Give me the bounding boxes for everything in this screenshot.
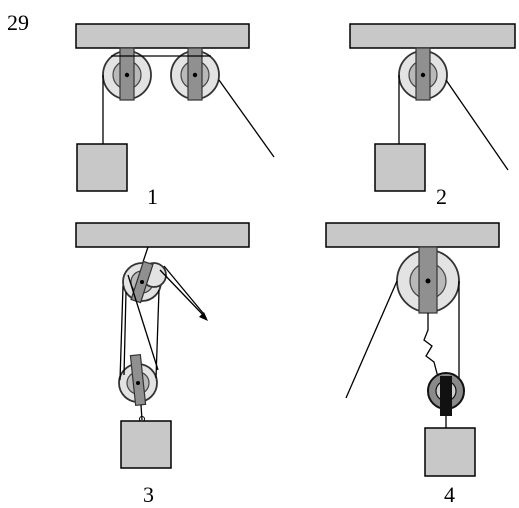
rope-4-knot (423, 313, 441, 386)
question-number: 29 (7, 10, 29, 35)
rope-4-pull (345, 280, 398, 399)
label-2: 2 (436, 184, 447, 209)
load-1 (76, 143, 128, 192)
load-3 (120, 420, 172, 469)
ceiling-beam-4 (325, 222, 500, 248)
label-3: 3 (143, 482, 154, 507)
panel-3: 3 (75, 222, 250, 507)
rope-3-pull-2 (163, 265, 204, 314)
panel-1: 1 (75, 23, 275, 209)
rope-2-pull (445, 79, 509, 171)
rope-3-strand-a (119, 285, 124, 381)
upper-pulley-block-3 (122, 246, 167, 304)
rope-1-pull (218, 79, 275, 158)
fixed-pulley-2 (398, 47, 448, 101)
rope-3-strand-b (123, 291, 127, 376)
ceiling-beam-2 (349, 23, 516, 49)
load-2 (374, 143, 426, 192)
rope-3-strand-d (127, 274, 159, 371)
label-4: 4 (444, 482, 455, 507)
panel-4: 4 (325, 222, 500, 507)
ceiling-beam-3 (75, 222, 250, 248)
fixed-pulley-1b (170, 47, 220, 101)
load-4 (424, 427, 476, 477)
fixed-pulley-4 (396, 246, 460, 314)
panel-2: 2 (349, 23, 516, 209)
rope-3-pull (159, 269, 207, 319)
fixed-pulley-1a (102, 47, 152, 101)
ceiling-beam-1 (75, 23, 250, 49)
movable-pulley-4 (427, 372, 465, 416)
lower-pulley-block-3 (118, 353, 158, 422)
label-1: 1 (147, 184, 158, 209)
pull-arrow-3 (199, 312, 208, 321)
